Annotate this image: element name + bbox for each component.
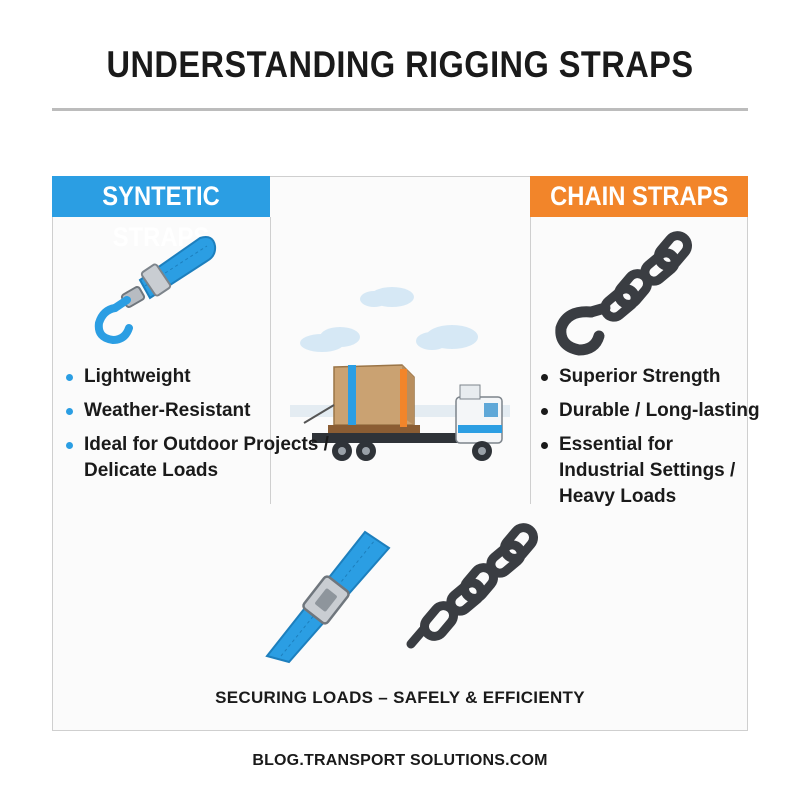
strap-buckle-icon: [265, 530, 391, 664]
title-divider: [52, 108, 748, 111]
list-item: Weather-Resistant: [64, 398, 349, 424]
chain-icon: [406, 523, 538, 649]
synthetic-features-list: Lightweight Weather-Resistant Ideal for …: [64, 364, 349, 492]
list-item: Lightweight: [64, 364, 349, 390]
page-title: UNDERSTANDING RIGGING STRAPS: [106, 44, 694, 85]
synthetic-straps-header: SYNTETIC STRAPS: [52, 176, 270, 252]
footer-url: BLOG.TRANSPORT SOLUTIONS.COM: [252, 752, 548, 769]
synthetic-strap-hook-icon: [94, 236, 217, 345]
list-item: Essential for Industrial Settings / Heav…: [539, 432, 759, 510]
left-panel-divider: [270, 217, 271, 504]
chain-features-list: Superior Strength Durable / Long-lasting…: [539, 364, 760, 518]
chain-straps-header: CHAIN STRAPS: [530, 176, 748, 217]
right-panel-divider: [530, 217, 531, 504]
flatbed-truck-icon: [290, 287, 510, 461]
list-item: Superior Strength: [539, 364, 760, 390]
list-item: Durable / Long-lasting: [539, 398, 760, 424]
tagline: SECURING LOADS – SAFELY & EFFICIENTY: [215, 688, 585, 707]
chain-hook-icon: [555, 231, 692, 356]
list-item: Ideal for Outdoor Projects / Delicate Lo…: [64, 432, 349, 484]
